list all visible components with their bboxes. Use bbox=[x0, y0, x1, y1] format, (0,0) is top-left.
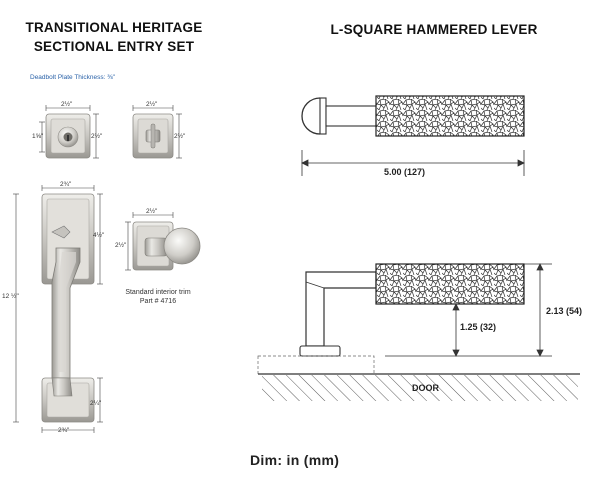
dim-deadbolt-height: 2½" bbox=[91, 133, 103, 140]
dim-lever-height-small: 1.25 (32) bbox=[460, 322, 497, 332]
trim-caption-line1: Standard interior trim bbox=[125, 289, 191, 296]
interior-deadbolt-dim-lines bbox=[132, 105, 182, 159]
lever-side-view bbox=[299, 263, 525, 357]
lever-title: L-SQUARE HAMMERED LEVER bbox=[330, 22, 538, 37]
grip-dim-lines bbox=[13, 185, 103, 433]
interior-trim-knob bbox=[132, 221, 201, 271]
trim-dim-lines bbox=[125, 212, 174, 271]
dim-interior-deadbolt-width: 2½" bbox=[146, 101, 158, 108]
entry-set-title: TRANSITIONAL HERITAGE SECTIONAL ENTRY SE… bbox=[8, 18, 220, 56]
handleset-grip bbox=[41, 193, 95, 423]
lever-height-dim-lines bbox=[385, 263, 552, 357]
dim-trim-height: 2½" bbox=[115, 242, 127, 249]
trim-caption-part: Part # 4716 bbox=[139, 298, 177, 305]
entry-set-title-line1: TRANSITIONAL HERITAGE bbox=[25, 20, 203, 35]
lever-length-dim-lines bbox=[301, 150, 525, 176]
dim-grip-plate-height: 4½" bbox=[93, 232, 105, 239]
dim-overall-height: 12 ½" bbox=[2, 293, 19, 300]
deadbolt-dim-lines bbox=[39, 105, 99, 159]
dim-deadbolt-inner: 1⅝" bbox=[32, 133, 44, 140]
deadbolt-thickness-note: Deadbolt Plate Thickness: ⅜" bbox=[30, 74, 115, 81]
door-label: DOOR bbox=[412, 383, 439, 393]
dim-deadbolt-width: 2½" bbox=[61, 101, 73, 108]
dim-bottom-width: 2¾" bbox=[58, 427, 70, 434]
trim-caption: Standard interior trim Part # 4716 bbox=[110, 288, 206, 306]
entry-set-title-line2: SECTIONAL ENTRY SET bbox=[33, 39, 195, 54]
dim-interior-deadbolt-height: 2½" bbox=[174, 133, 186, 140]
deadbolt-exterior bbox=[45, 113, 91, 159]
lever-top-view bbox=[301, 95, 525, 137]
dim-lever-length: 5.00 (127) bbox=[384, 167, 426, 177]
dimension-units-note: Dim: in (mm) bbox=[250, 452, 340, 468]
dim-lever-height-large: 2.13 (54) bbox=[546, 306, 583, 316]
door-surface bbox=[257, 355, 580, 401]
deadbolt-interior bbox=[132, 113, 174, 159]
dim-grip-top-width: 2¾" bbox=[60, 181, 72, 188]
dim-bottom-height: 2¼" bbox=[90, 400, 102, 407]
dim-trim-width: 2½" bbox=[146, 208, 158, 215]
